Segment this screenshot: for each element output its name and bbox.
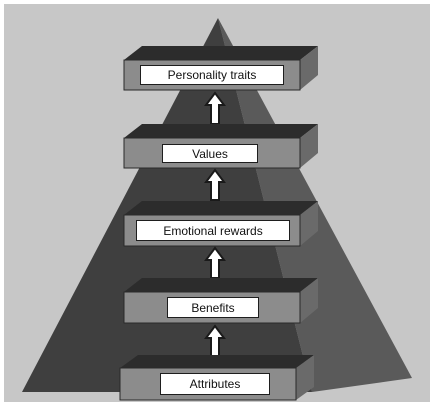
block-attributes-side [296,355,314,400]
block-values-top [124,124,318,138]
block-values-front [123,137,301,169]
arrow-attributes-to-benefits [204,324,226,357]
arrow-values-to-personality [204,91,226,125]
label-benefits: Benefits [167,297,259,318]
block-attributes-top [120,355,314,368]
block-values [123,124,318,169]
label-attributes: Attributes [160,373,270,395]
block-benefits-top [124,278,318,292]
arrow-benefits-to-emotional [204,246,226,279]
block-emotional-side [300,201,318,246]
arrow-emotional-to-values [204,168,226,201]
label-personality-traits: Personality traits [140,65,284,85]
label-values: Values [162,144,258,163]
block-values-side [300,124,318,168]
block-personality-top [124,46,318,60]
block-emotional-top [124,201,318,215]
label-emotional-rewards: Emotional rewards [136,220,290,241]
block-benefits-side [300,278,318,323]
block-personality-side [300,46,318,90]
